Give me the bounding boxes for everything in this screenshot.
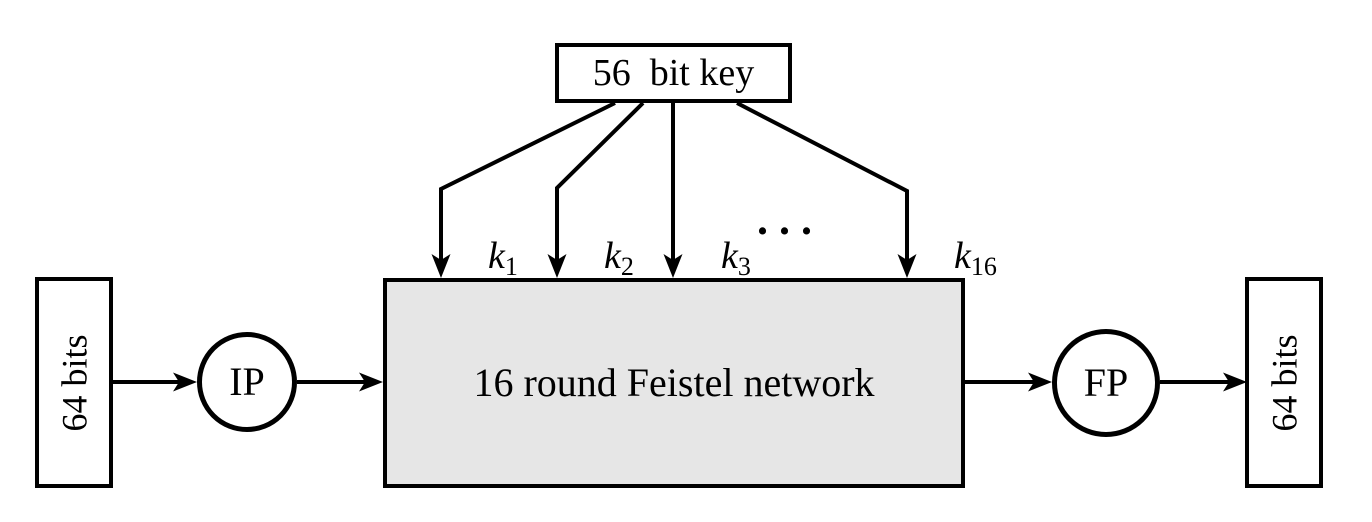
ip-node: IP — [197, 332, 297, 432]
round-key-k1-base: k — [488, 235, 505, 277]
round-key-k2-subscript: 2 — [620, 252, 634, 281]
output-bits-label: 64 bits — [1264, 333, 1305, 432]
key-box-label: 56 bit key — [592, 52, 755, 94]
key-arrow-k2-arrowhead — [547, 254, 567, 278]
round-key-label-k3: k3 — [683, 199, 751, 318]
round-key-k16-subscript: 16 — [970, 252, 997, 281]
round-key-k2-base: k — [604, 235, 621, 277]
round-key-label-k2: k2 — [566, 199, 634, 318]
round-keys-ellipsis: . . . — [757, 195, 812, 244]
key-arrow-k1-line — [439, 101, 616, 260]
input-bits-label: 64 bits — [54, 333, 95, 432]
key-arrow-k16-line — [736, 101, 909, 260]
fp-node-label: FP — [1083, 360, 1129, 405]
round-key-k1-subscript: 1 — [504, 252, 518, 281]
round-key-k3-base: k — [721, 235, 738, 277]
key-arrow-k1-arrowhead — [431, 254, 451, 278]
round-key-k3-subscript: 3 — [737, 252, 751, 281]
key-box: 56 bit key — [555, 43, 792, 103]
feistel-network-box: 16 round Feistel network — [383, 278, 965, 488]
round-key-k16-base: k — [954, 235, 971, 277]
fp-node: FP — [1052, 329, 1160, 437]
key-arrow-k16-arrowhead — [897, 254, 917, 278]
round-key-label-k16: k16 — [916, 199, 997, 318]
ip-to-feistel-arrowhead — [359, 372, 383, 392]
input-to-ip-arrowhead — [173, 372, 197, 392]
output-bits-box: 64 bits — [1245, 277, 1323, 488]
round-key-label-k1: k1 — [450, 199, 518, 318]
fp-to-output-arrowhead — [1223, 372, 1247, 392]
key-arrow-k3-arrowhead — [663, 254, 683, 278]
feistel-to-fp-arrowhead — [1028, 372, 1052, 392]
key-arrow-k2-line — [555, 101, 645, 260]
ip-node-label: IP — [229, 359, 265, 404]
input-bits-box: 64 bits — [35, 277, 113, 488]
feistel-network-label: 16 round Feistel network — [473, 360, 875, 405]
